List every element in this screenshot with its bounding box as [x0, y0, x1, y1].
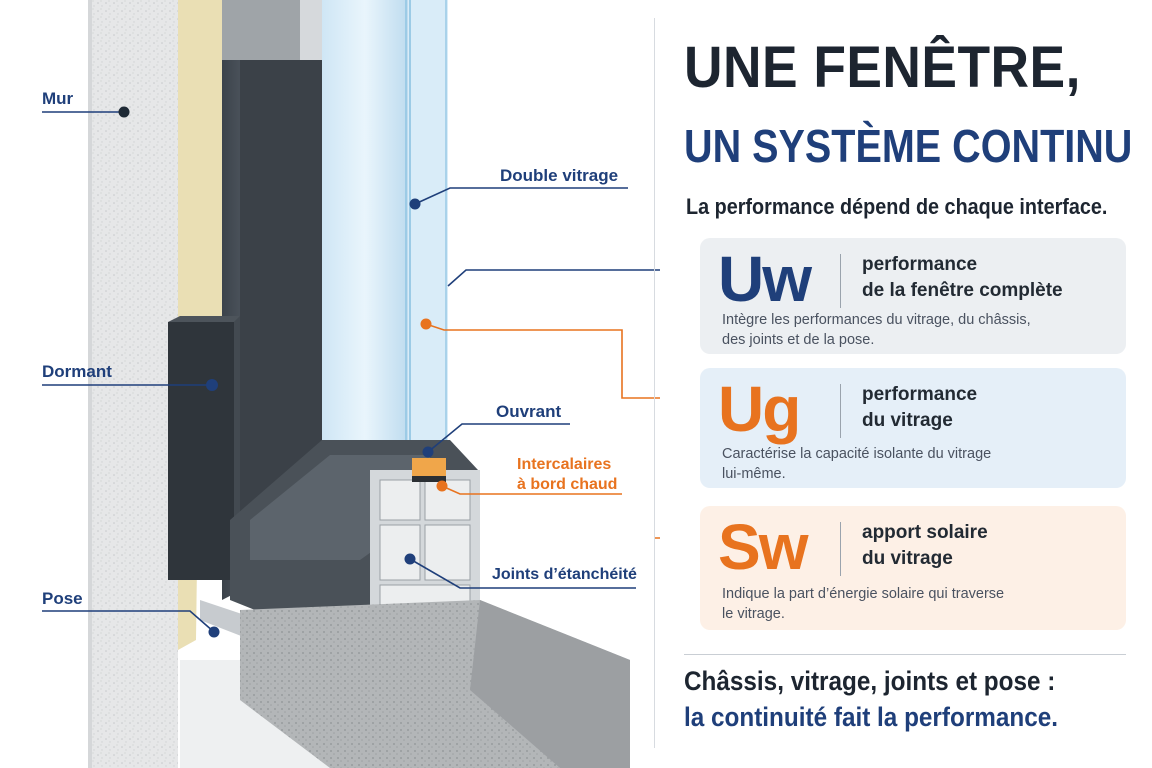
glass-pane-inner: [408, 0, 448, 470]
sw-title: apport solaire du vitrage: [862, 520, 988, 572]
leader-uw: [447, 269, 660, 287]
ug-description: Caractérise la capacité isolante du vitr…: [722, 444, 991, 484]
sw-description: Indique la part d’énergie solaire qui tr…: [722, 584, 1004, 624]
uw-desc-line1: Intègre les performances du vitrage, du …: [722, 312, 1031, 328]
wall-surface: [88, 0, 178, 768]
ug-title-line1: performance: [862, 384, 978, 405]
label-pose: Pose: [42, 589, 83, 608]
leader-ug: [425, 323, 660, 399]
footer-line1: Châssis, vitrage, joints et pose :: [684, 666, 1056, 696]
leader-intercalaires: [441, 485, 622, 495]
label-intercalaires: Intercalaires à bord chaud: [517, 455, 617, 495]
uw-title-line1: performance: [862, 254, 978, 275]
label-mur: Mur: [42, 89, 74, 108]
ug-title: performance du vitrage: [862, 382, 977, 434]
card-uw: Uw performance de la fenêtre complète In…: [700, 238, 1126, 354]
ug-desc-line2: lui-même.: [722, 466, 786, 482]
vertical-divider: [654, 18, 655, 748]
sw-symbol: Sw: [718, 511, 808, 583]
sw-title-line1: apport solaire: [862, 522, 988, 543]
label-intercalaires-line1: Intercalaires: [517, 456, 612, 473]
card-separator: [840, 254, 841, 308]
ouvrant-frame: [240, 60, 322, 520]
label-ouvrant: Ouvrant: [496, 402, 562, 421]
leader-ouvrant: [427, 423, 570, 453]
dormant-block: [168, 322, 234, 580]
leader-lines: [42, 111, 660, 633]
uw-title: performance de la fenêtre complète: [862, 252, 1063, 304]
label-double-vitrage: Double vitrage: [500, 166, 619, 185]
label-dormant: Dormant: [42, 362, 112, 381]
ug-title-line2: du vitrage: [862, 410, 953, 431]
uw-symbol: Uw: [718, 243, 812, 315]
card-separator: [840, 384, 841, 438]
leader-double-vitrage: [414, 187, 628, 205]
uw-title-line2: de la fenêtre complète: [862, 280, 1063, 301]
leader-dots: [118, 106, 448, 638]
wall-edge: [88, 0, 92, 768]
sw-title-line2: du vitrage: [862, 548, 953, 569]
page-title-line2: UN SYSTÈME CONTINU: [684, 120, 1133, 172]
leader-joints: [409, 558, 636, 589]
card-ug: Ug performance du vitrage Caractérise la…: [700, 368, 1126, 488]
warm-edge-spacer: [412, 458, 446, 476]
window-cross-section-diagram: [42, 0, 660, 768]
ug-desc-line1: Caractérise la capacité isolante du vitr…: [722, 446, 992, 462]
footer-line2: la continuité fait la performance.: [684, 702, 1059, 732]
page-title-line1: UNE FENÊTRE,: [684, 35, 1081, 100]
footer-rule: [684, 654, 1126, 655]
label-joints: Joints d’étanchéité: [492, 566, 637, 583]
uw-desc-line2: des joints et de la pose.: [722, 332, 875, 348]
uw-description: Intègre les performances du vitrage, du …: [722, 310, 1031, 350]
page-subtitle: La performance dépend de chaque interfac…: [686, 194, 1108, 219]
label-intercalaires-line2: à bord chaud: [517, 476, 618, 493]
card-sw: Sw apport solaire du vitrage Indique la …: [700, 506, 1126, 630]
glass-pane-outer: [322, 0, 408, 450]
leader-lines-orange: [425, 323, 660, 539]
leader-pose: [42, 610, 215, 633]
sw-desc-line2: le vitrage.: [722, 606, 785, 622]
ug-symbol: Ug: [718, 373, 801, 445]
sw-desc-line1: Indique la part d’énergie solaire qui tr…: [722, 586, 1005, 602]
card-separator: [840, 522, 841, 576]
